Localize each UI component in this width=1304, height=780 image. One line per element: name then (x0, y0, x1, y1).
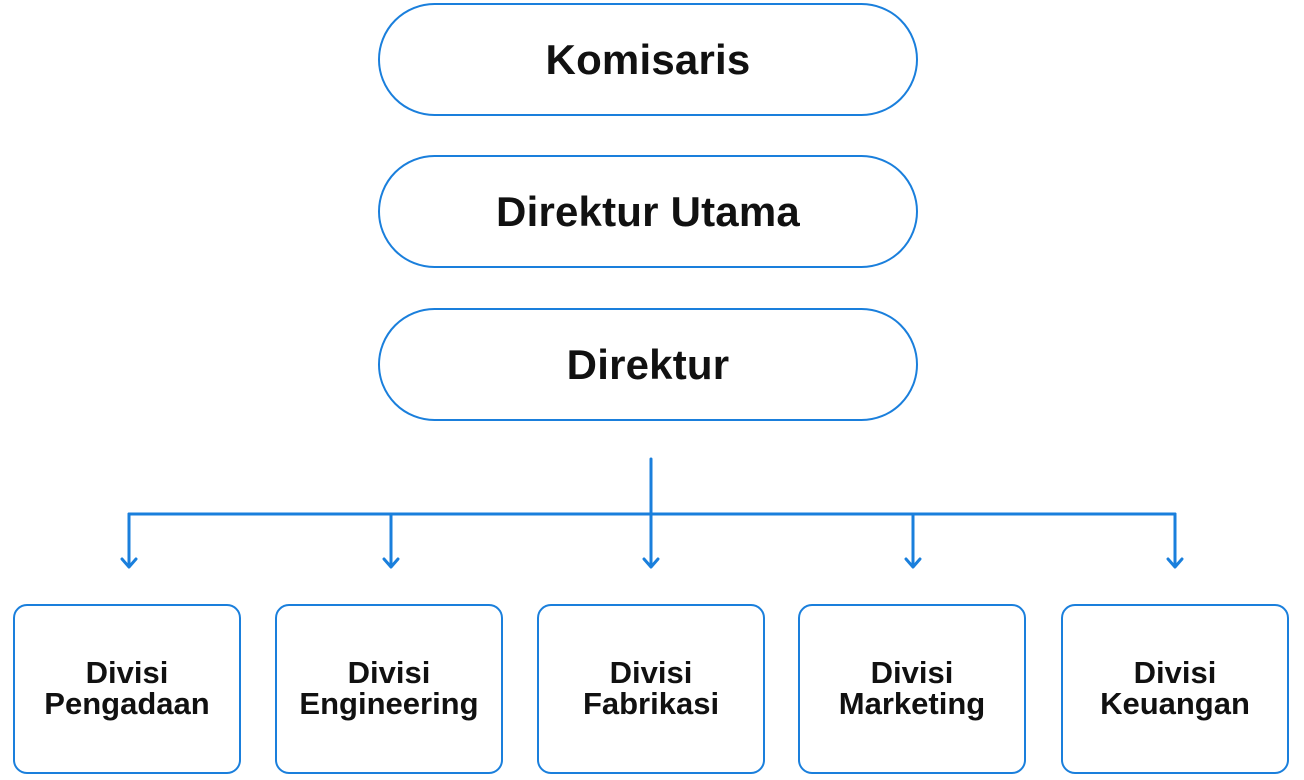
division-label-line2: Engineering (299, 686, 479, 721)
division-label-line1: Divisi (85, 655, 169, 690)
node-label: Direktur Utama (496, 187, 800, 235)
node-komisaris: Komisaris (378, 3, 918, 116)
division-label-line1: Divisi (870, 655, 954, 690)
arrowhead-icon (1166, 557, 1184, 569)
division-label-line2: Keuangan (1100, 686, 1250, 721)
node-label: Direktur (566, 340, 730, 388)
division-label-line1: Divisi (609, 655, 693, 690)
division-marketing: Divisi Marketing (798, 604, 1026, 774)
node-label: Komisaris (545, 35, 751, 83)
division-label-line1: Divisi (347, 655, 431, 690)
arrowhead-icon (642, 557, 660, 569)
division-label-line2: Pengadaan (44, 686, 210, 721)
arrowhead-icon (904, 557, 922, 569)
arrowhead-icon (382, 557, 400, 569)
node-direktur: Direktur (378, 308, 918, 421)
division-fabrikasi: Divisi Fabrikasi (537, 604, 765, 774)
division-engineering: Divisi Engineering (275, 604, 503, 774)
division-label-line2: Fabrikasi (582, 686, 720, 721)
node-direktur-utama: Direktur Utama (378, 155, 918, 268)
division-label-line2: Marketing (838, 686, 986, 721)
division-keuangan: Divisi Keuangan (1061, 604, 1289, 774)
arrowhead-icon (120, 557, 138, 569)
division-label-line1: Divisi (1133, 655, 1217, 690)
division-pengadaan: Divisi Pengadaan (13, 604, 241, 774)
